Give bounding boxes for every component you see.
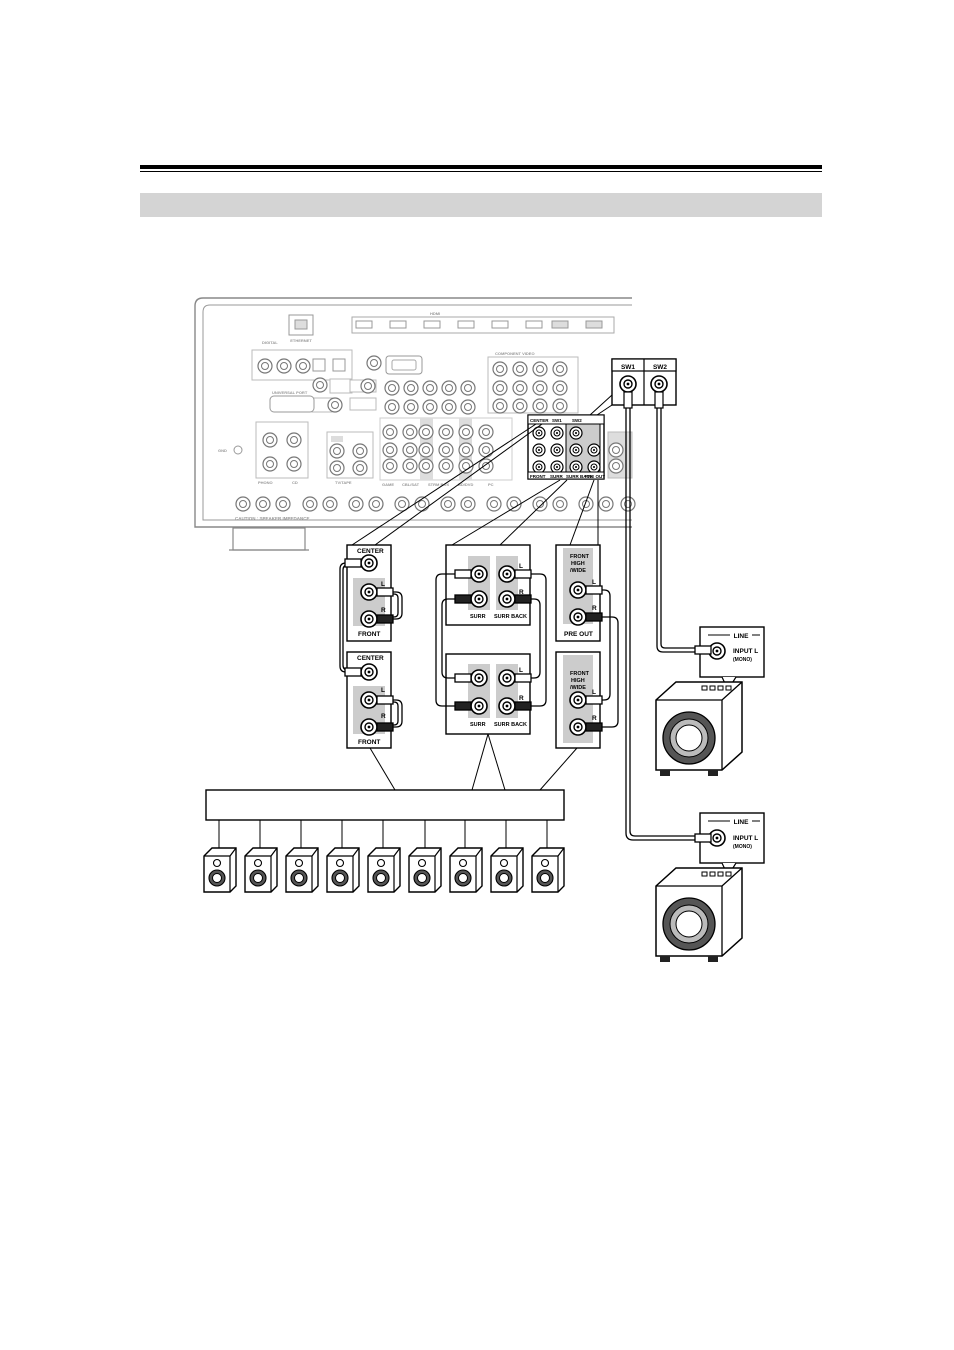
- sw2-label: SW2: [653, 364, 667, 371]
- component-label: COMPONENT VIDEO: [495, 351, 535, 356]
- l-label: L: [592, 579, 596, 586]
- r-label: R: [381, 607, 386, 614]
- pc-label: PC: [488, 482, 494, 487]
- amp-speaker-wires: [218, 820, 548, 848]
- high-label: HIGH: [571, 561, 585, 567]
- l-label: L: [519, 563, 523, 570]
- preout-surr-back-label: SURR BACK: [566, 474, 594, 479]
- header-rule-thin: [140, 171, 822, 172]
- surr-back-label: SURR BACK: [494, 722, 527, 728]
- hdmi-label: HDMI: [430, 311, 440, 316]
- subwoofer-1: LINE INPUT L (MONO): [655, 626, 765, 776]
- speaker-icon: [367, 847, 401, 893]
- front-label: FRONT: [358, 631, 380, 638]
- sub1-line-label: LINE: [734, 633, 749, 640]
- sub1-input-label: INPUT L: [733, 648, 758, 655]
- front-high-label: FRONT: [570, 671, 590, 677]
- bd-dvd-label: BD/DVD: [458, 482, 473, 487]
- preout-center-label: CENTER: [530, 418, 549, 423]
- l-label: L: [381, 687, 385, 694]
- header-rule-thick: [140, 165, 822, 169]
- l-label: L: [381, 581, 385, 588]
- front-high-label: FRONT: [570, 554, 590, 560]
- center-label: CENTER: [357, 548, 384, 555]
- speaker-icon: [449, 847, 483, 893]
- r-label: R: [519, 589, 524, 596]
- speaker-icon: [490, 847, 524, 893]
- strm-box-label: STRM BOX: [428, 482, 449, 487]
- sub2-mono-label: (MONO): [733, 844, 752, 850]
- surr-callout-2: L R SURR SURR BACK: [445, 653, 531, 735]
- high-label: HIGH: [571, 678, 585, 684]
- front-high-callout-1: FRONT HIGH /WIDE L R PRE OUT: [555, 544, 601, 642]
- wide-label: /WIDE: [570, 685, 586, 691]
- phono-label: PHONO: [258, 480, 273, 485]
- speaker-icon: [285, 847, 319, 893]
- l-label: L: [519, 667, 523, 674]
- receiver-rear-panel: ETHERNET HDMI DIGITAL UNIVERSAL PORT: [194, 297, 636, 551]
- multichannel-amplifier-box: [205, 789, 565, 821]
- preout-pre-out-label: PRE OUT: [585, 474, 605, 479]
- sub2-line-label: LINE: [734, 819, 749, 826]
- cd-label: CD: [292, 480, 298, 485]
- surr-label: SURR: [470, 722, 486, 728]
- sub1-mono-label: (MONO): [733, 657, 752, 663]
- r-label: R: [381, 713, 386, 720]
- speaker-icon: [408, 847, 442, 893]
- receiver-preout-block: CENTER SW1 SW2 FRONT SURR SURR BACK PRE …: [527, 414, 605, 480]
- preout-front-label: FRONT: [530, 474, 546, 479]
- cbl-sat-label: CBL/SAT: [402, 482, 420, 487]
- speaker-icon: [531, 847, 565, 893]
- wide-label: /WIDE: [570, 568, 586, 574]
- tv-tape-label: TV/TAPE: [335, 480, 352, 485]
- section-heading-bar: [140, 193, 822, 217]
- pre-out-label: PRE OUT: [564, 631, 593, 638]
- sub2-input-label: INPUT L: [733, 835, 758, 842]
- ethernet-label: ETHERNET: [290, 338, 312, 343]
- surr-callout-1: L R SURR SURR BACK: [445, 544, 531, 626]
- universal-port-label: UNIVERSAL PORT: [272, 390, 308, 395]
- sw1-label: SW1: [621, 364, 635, 371]
- gnd-label: GND: [218, 448, 227, 453]
- r-label: R: [592, 715, 597, 722]
- preout-surr-label: SURR: [550, 474, 564, 479]
- l-label: L: [592, 689, 596, 696]
- caution-label: CAUTION : SPEAKER IMPEDANCE: [235, 516, 310, 521]
- speaker-icon: [326, 847, 360, 893]
- r-label: R: [592, 605, 597, 612]
- center-label: CENTER: [357, 655, 384, 662]
- preout-sw2-label: SW2: [572, 418, 582, 423]
- surr-label: SURR: [470, 614, 486, 620]
- front-label: FRONT: [358, 739, 380, 746]
- surr-back-label: SURR BACK: [494, 614, 527, 620]
- speaker-icon: [244, 847, 278, 893]
- digital-label: DIGITAL: [262, 340, 278, 345]
- speaker-icon: [203, 847, 237, 893]
- preout-sw1-label: SW1: [552, 418, 562, 423]
- game-label: GAME: [382, 482, 394, 487]
- r-label: R: [519, 695, 524, 702]
- subwoofer-preout-callout: SW1 SW2: [589, 358, 700, 841]
- speaker-row: [203, 847, 565, 893]
- subwoofer-2: LINE INPUT L (MONO): [655, 812, 765, 962]
